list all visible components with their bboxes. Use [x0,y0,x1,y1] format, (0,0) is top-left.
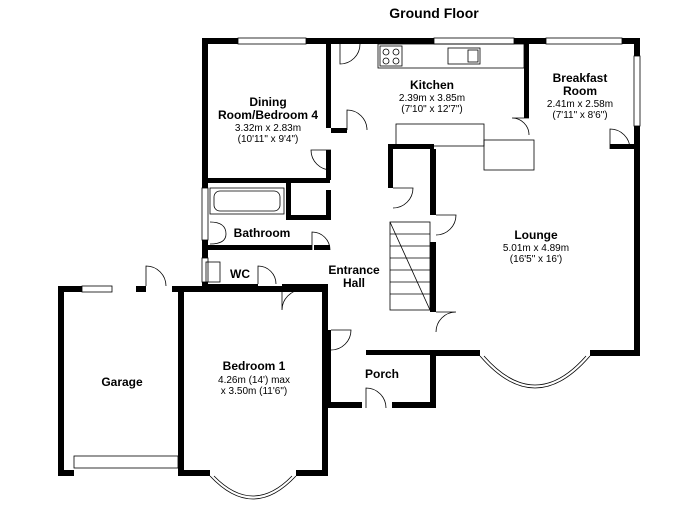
room-name: Lounge [514,228,558,242]
room-name: WC [230,267,250,281]
room-porch: Porch [365,367,399,381]
room-wc: WC [230,267,250,281]
room-garage: Garage [101,375,143,389]
room-dimensions: x 3.50m (11'6") [221,386,287,397]
room-dimensions: 4.26m (14') max [218,375,290,386]
room-dimensions: 5.01m x 4.89m [503,243,569,254]
room-dimensions: 2.41m x 2.58m [547,99,613,110]
room-dimensions: (7'10" x 12'7") [401,104,463,115]
room-name: Hall [343,276,365,290]
room-name: Room/Bedroom 4 [218,108,318,122]
bay-windows [209,355,591,500]
room-breakfast: Breakfast Room 2.41m x 2.58m (7'11" x 8'… [547,71,613,121]
bathroom-fittings [205,187,285,283]
room-name: Garage [101,375,143,389]
room-name: Dining [249,95,286,109]
doors [145,43,631,409]
room-name: Entrance [328,263,380,277]
kitchen-fittings [377,43,535,171]
room-name: Breakfast [553,71,608,85]
room-dimensions: (10'11" x 9'4") [238,134,299,145]
room-bedroom-1: Bedroom 1 4.26m (14') max x 3.50m (11'6"… [218,359,290,397]
room-name: Room [563,84,597,98]
room-lounge: Lounge 5.01m x 4.89m (16'5" x 16') [503,228,569,265]
staircase [389,221,431,311]
room-dimensions: (7'11" x 8'6") [552,110,607,121]
room-name: Kitchen [410,78,454,92]
windows [73,37,641,469]
floor-title: Ground Floor [389,5,479,21]
room-dimensions: (16'5" x 16') [510,254,562,265]
room-name: Bedroom 1 [223,359,286,373]
room-dining: Dining Room/Bedroom 4 3.32m x 2.83m (10'… [218,95,318,145]
room-kitchen: Kitchen 2.39m x 3.85m (7'10" x 12'7") [399,78,465,115]
room-entrance-hall: Entrance Hall [328,263,380,290]
room-dimensions: 2.39m x 3.85m [399,93,465,104]
interior-walls [202,44,640,406]
room-dimensions: 3.32m x 2.83m [235,123,301,134]
room-name: Bathroom [234,226,291,240]
room-bathroom: Bathroom [234,226,291,240]
room-name: Porch [365,367,399,381]
